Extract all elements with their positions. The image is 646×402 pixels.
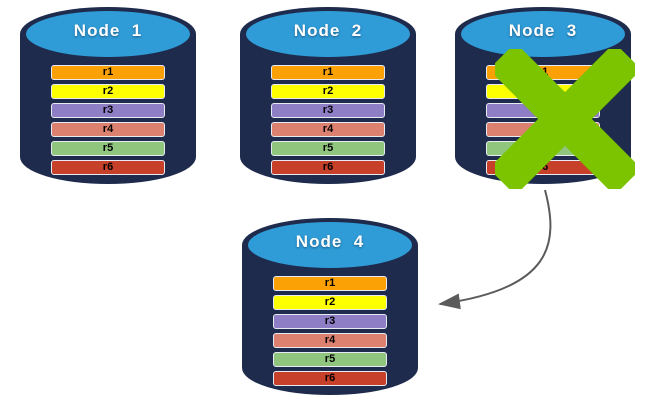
replica-row-r1: r1 <box>273 276 387 291</box>
replica-row-r4: r4 <box>51 122 165 137</box>
node-1: Node 1 r1 r2 r3 r4 r5 r6 <box>20 4 196 187</box>
node-label: Node 2 <box>293 21 363 40</box>
replica-row-r4: r4 <box>273 333 387 348</box>
replica-row-r3: r3 <box>51 103 165 118</box>
replica-row-r1: r1 <box>271 65 385 80</box>
replica-row-r4: r4 <box>271 122 385 137</box>
failed-cross-icon <box>495 49 635 189</box>
replica-row-r3: r3 <box>271 103 385 118</box>
replica-row-r3: r3 <box>273 314 387 329</box>
node-label: Node 1 <box>73 21 143 40</box>
replica-row-r5: r5 <box>51 141 165 156</box>
node-4: Node 4 r1 r2 r3 r4 r5 r6 <box>242 215 418 398</box>
replica-rows: r1 r2 r3 r4 r5 r6 <box>273 276 387 390</box>
replica-row-r6: r6 <box>273 371 387 386</box>
node-label: Node 3 <box>508 21 578 40</box>
replica-rows: r1 r2 r3 r4 r5 r6 <box>271 65 385 179</box>
replica-row-r2: r2 <box>51 84 165 99</box>
arrow-curve <box>438 189 552 310</box>
replica-row-r1: r1 <box>51 65 165 80</box>
replica-row-r2: r2 <box>273 295 387 310</box>
replica-row-r2: r2 <box>271 84 385 99</box>
node-3: Node 3 r1 r2 r3 r4 r5 r6 <box>455 4 635 189</box>
replica-row-r5: r5 <box>271 141 385 156</box>
replica-rows: r1 r2 r3 r4 r5 r6 <box>51 65 165 179</box>
replica-row-r6: r6 <box>51 160 165 175</box>
node-label: Node 4 <box>295 232 365 251</box>
replica-row-r5: r5 <box>273 352 387 367</box>
replica-row-r6: r6 <box>271 160 385 175</box>
node-2: Node 2 r1 r2 r3 r4 r5 r6 <box>240 4 416 187</box>
